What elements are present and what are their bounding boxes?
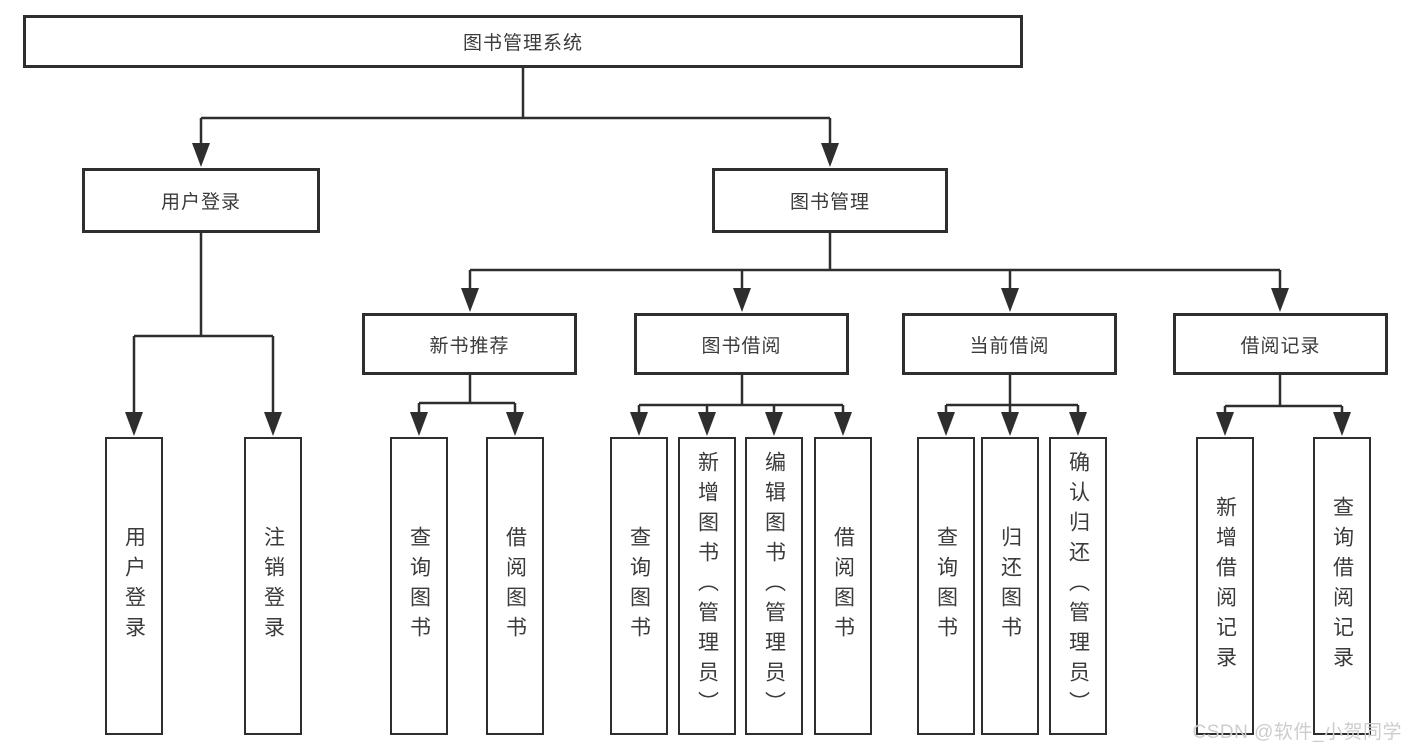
- node-new-book-recommend: 新书推荐: [362, 313, 577, 375]
- leaf-query-borrow-record: 查询借阅记录: [1313, 437, 1371, 735]
- leaf-confirm-return-admin: 确认归还（管理员）: [1049, 437, 1107, 735]
- leaf-query-books: 查询图书: [390, 437, 448, 735]
- leaf-label: 借阅图书: [831, 526, 855, 646]
- connector-new-book-recommend-to-leaves: [410, 375, 524, 436]
- node-label: 图书借阅: [701, 335, 782, 357]
- leaf-return-books: 归还图书: [981, 437, 1039, 735]
- node-label: 借阅记录: [1240, 335, 1321, 357]
- connector-borrow-records-to-leaves: [1216, 375, 1351, 436]
- leaf-label: 归还图书: [998, 526, 1022, 646]
- leaf-borrow-books: 借阅图书: [486, 437, 544, 735]
- connector-user-login-to-leaves: [125, 233, 282, 436]
- node-label: 用户登录: [160, 192, 241, 213]
- connector-book-management-to-level3: [461, 233, 1289, 312]
- leaf-label: 注销登录: [261, 526, 285, 646]
- node-borrow-records: 借阅记录: [1173, 313, 1388, 375]
- leaf-label: 新增图书（管理员）: [695, 451, 719, 721]
- leaf-label: 查询图书: [407, 526, 431, 646]
- node-current-borrow: 当前借阅: [902, 313, 1117, 375]
- leaf-edit-books-admin: 编辑图书（管理员）: [745, 437, 803, 735]
- connector-book-borrow-to-leaves: [630, 375, 852, 436]
- leaf-logout: 注销登录: [244, 437, 302, 735]
- leaf-query-books: 查询图书: [917, 437, 975, 735]
- connector-current-borrow-to-leaves: [937, 375, 1087, 436]
- leaf-add-books-admin: 新增图书（管理员）: [678, 437, 736, 735]
- leaf-query-books: 查询图书: [610, 437, 668, 735]
- connector-root-to-level2: [192, 66, 839, 167]
- leaf-label: 查询图书: [934, 526, 958, 646]
- leaf-add-borrow-record: 新增借阅记录: [1196, 437, 1254, 735]
- node-label: 新书推荐: [429, 335, 510, 357]
- leaf-label: 确认归还（管理员）: [1066, 451, 1090, 721]
- node-user-login: 用户登录: [82, 168, 320, 233]
- node-label: 图书管理: [789, 192, 870, 213]
- node-book-management: 图书管理: [712, 168, 948, 233]
- leaf-label: 查询图书: [627, 526, 651, 646]
- node-book-borrow: 图书借阅: [634, 313, 849, 375]
- leaf-label: 新增借阅记录: [1213, 496, 1237, 676]
- leaf-label: 查询借阅记录: [1330, 496, 1354, 676]
- leaf-borrow-books: 借阅图书: [814, 437, 872, 735]
- leaf-label: 用户登录: [122, 526, 146, 646]
- leaf-label: 借阅图书: [503, 526, 527, 646]
- node-root-label: 图书管理系统: [462, 33, 583, 54]
- leaf-label: 编辑图书（管理员）: [762, 451, 786, 721]
- leaf-user-login: 用户登录: [105, 437, 163, 735]
- csdn-watermark: CSDN @软件_小贺同学: [1192, 722, 1402, 743]
- node-label: 当前借阅: [969, 335, 1050, 357]
- node-root-system: 图书管理系统: [23, 15, 1023, 68]
